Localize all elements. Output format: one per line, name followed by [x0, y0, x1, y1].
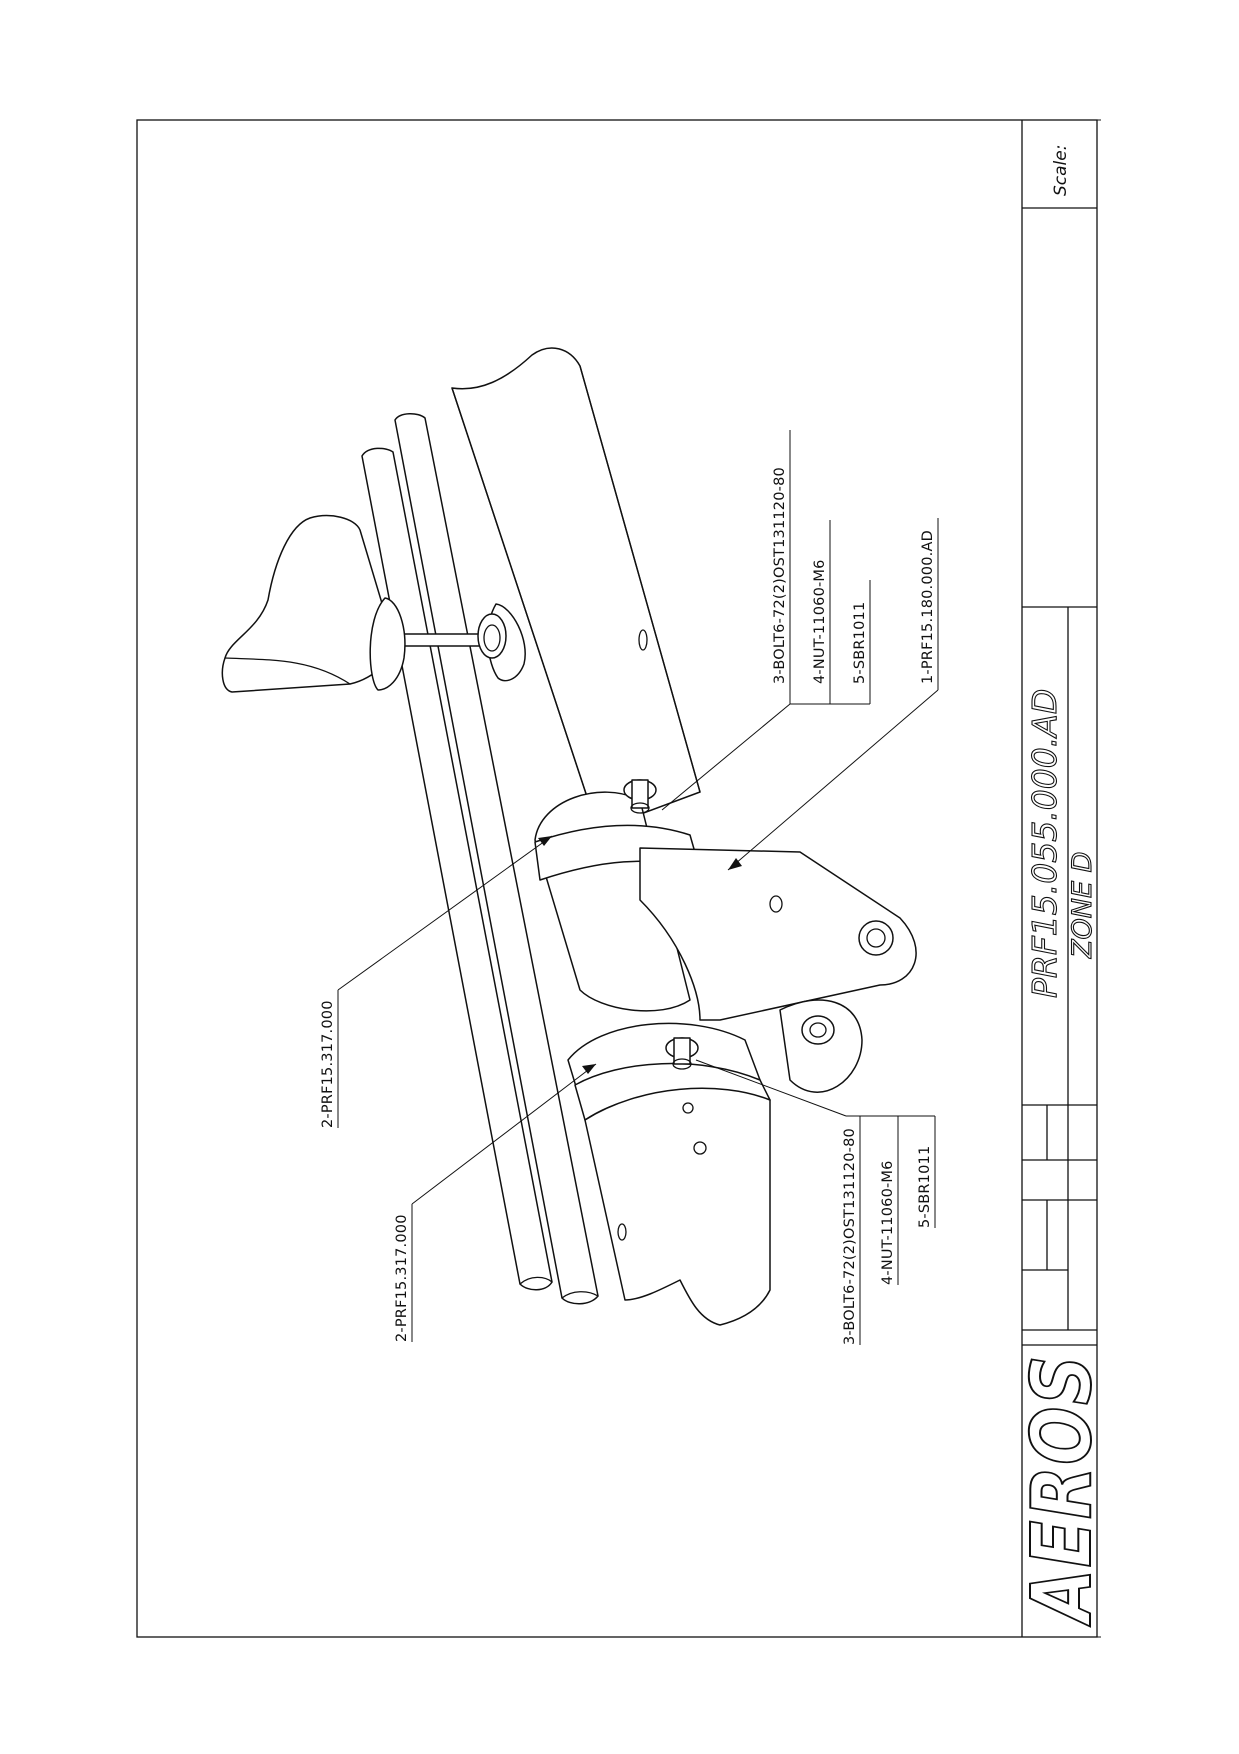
- fitting-body: [534, 779, 917, 1326]
- scale-label: Scale:: [1051, 145, 1071, 196]
- callout-lower-washer: 5-SBR1011: [917, 1146, 933, 1228]
- upper-bolt: [623, 779, 657, 814]
- callout-fitting: 1-PRF15.180.000.AD: [920, 530, 936, 684]
- title-block: Scale: PRF15.055.000.AD ZONE D AEROS: [1014, 120, 1111, 1637]
- callout-leaders: [337, 430, 939, 1345]
- callout-lower-clamp: 2-PRF15.317.000: [394, 1214, 410, 1342]
- callout-upper-washer: 5-SBR1011: [852, 602, 868, 684]
- callout-upper-nut: 4-NUT-11060-M6: [812, 559, 828, 684]
- upper-bracket: [221, 514, 526, 693]
- callout-upper-bolt: 3-BOLT6-72(2)OST131120-80: [772, 467, 788, 684]
- drawing-frame: [136, 119, 1098, 1638]
- callout-labels: 3-BOLT6-72(2)OST131120-80 4-NUT-11060-M6…: [320, 467, 936, 1345]
- drawing-number: PRF15.055.000.AD: [1025, 689, 1064, 998]
- aeros-logo: AEROS: [1015, 1354, 1110, 1627]
- assembly-illustration: [221, 347, 917, 1326]
- main-tube: [451, 347, 701, 831]
- callout-upper-clamp: 2-PRF15.317.000: [320, 1000, 336, 1128]
- callout-lower-nut: 4-NUT-11060-M6: [880, 1160, 896, 1285]
- lower-bolt: [665, 1037, 699, 1070]
- callout-lower-bolt: 3-BOLT6-72(2)OST131120-80: [842, 1128, 858, 1345]
- zone-label: ZONE D: [1067, 852, 1098, 959]
